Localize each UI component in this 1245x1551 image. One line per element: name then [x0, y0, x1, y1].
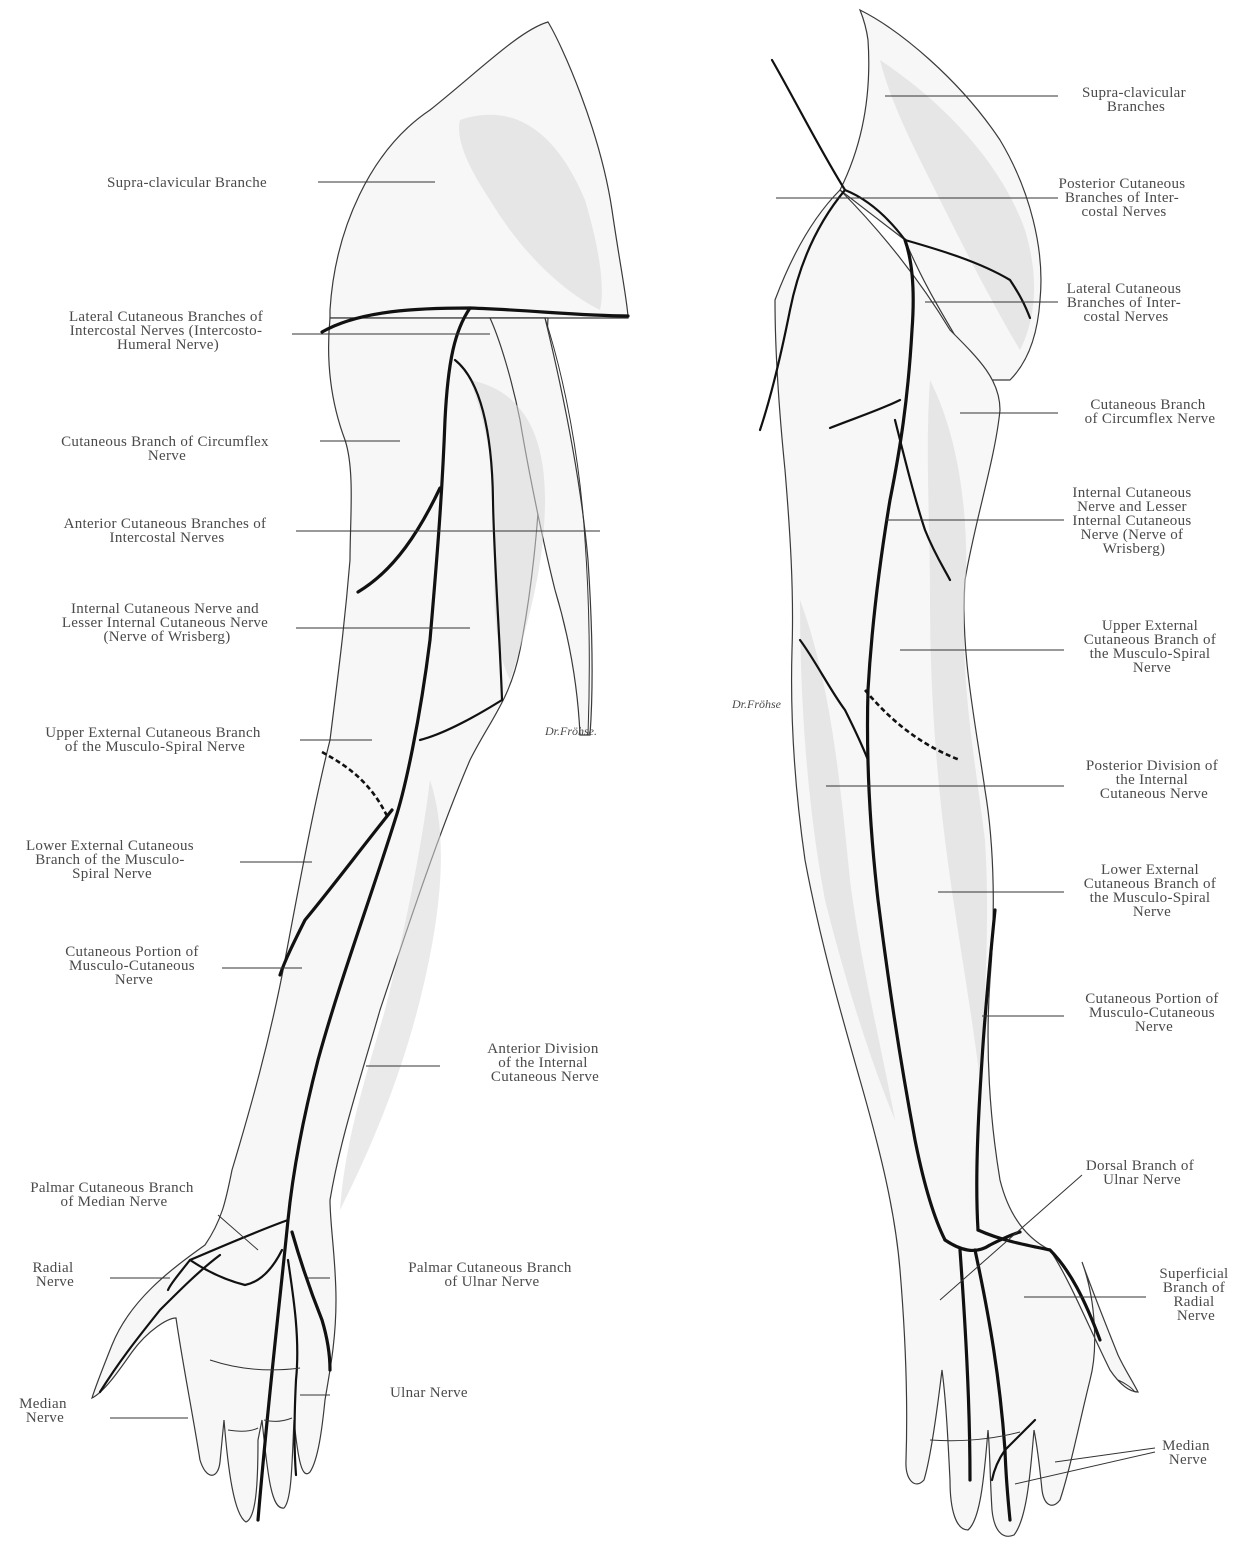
label-line: Cutaneous Nerve — [491, 1069, 599, 1085]
label-line: Supra-clavicular Branche — [107, 175, 267, 191]
label-line: of Ulnar Nerve — [445, 1274, 540, 1290]
anterior-arm-outline — [92, 318, 548, 1522]
label-line: of Median Nerve — [61, 1194, 168, 1210]
label-a-palmar-ulnar: Palmar Cutaneous Branch of Ulnar Nerve — [408, 1260, 576, 1290]
label-p-lateral-cutaneous: Lateral Cutaneous Branches of Inter- cos… — [1067, 281, 1186, 325]
label-line: Ulnar Nerve — [1103, 1172, 1181, 1188]
label-a-lateral-cutaneous: Lateral Cutaneous Branches of Intercosta… — [69, 309, 267, 353]
label-a-ulnar: Ulnar Nerve — [390, 1385, 468, 1401]
label-line: Nerve — [1169, 1452, 1207, 1468]
anterior-arm-drawing — [92, 22, 628, 1522]
label-a-anterior-cutaneous: Anterior Cutaneous Branches of Intercost… — [64, 516, 271, 546]
label-p-posterior-division: Posterior Division of the Internal Cutan… — [1086, 758, 1222, 802]
label-line: Nerve — [148, 448, 186, 464]
label-p-upper-external: Upper External Cutaneous Branch of the M… — [1084, 618, 1220, 676]
label-a-musculo-cutaneous: Cutaneous Portion of Musculo-Cutaneous N… — [65, 944, 203, 988]
label-a-upper-external: Upper External Cutaneous Branch of the M… — [45, 725, 265, 755]
label-p-posterior-cutaneous: Posterior Cutaneous Branches of Inter- c… — [1058, 176, 1189, 220]
label-line: Nerve — [1133, 660, 1171, 676]
label-p-circumflex: Cutaneous Branch of Circumflex Nerve — [1085, 397, 1216, 427]
engraver-signature-right: Dr.Fröhse — [731, 697, 782, 711]
label-line: Nerve — [115, 972, 153, 988]
label-line: (Nerve of Wrisberg) — [104, 629, 231, 645]
label-line: Intercostal Nerves — [110, 530, 225, 546]
posterior-arm-drawing — [760, 10, 1138, 1536]
label-line: of Circumflex Nerve — [1085, 411, 1216, 427]
label-line: Cutaneous Nerve — [1100, 786, 1208, 802]
label-a-circumflex: Cutaneous Branch of Circumflex Nerve — [61, 434, 273, 464]
label-line: Wrisberg) — [1103, 541, 1166, 557]
label-a-anterior-division: Anterior Division of the Internal Cutane… — [487, 1041, 602, 1085]
label-line: Nerve — [1177, 1308, 1215, 1324]
label-line: Nerve — [1133, 904, 1171, 920]
engraver-signature-left: Dr.Fröhse. — [544, 724, 597, 738]
label-a-median: Median Nerve — [19, 1396, 71, 1426]
label-line: Ulnar Nerve — [390, 1385, 468, 1401]
label-line: of the Musculo-Spiral Nerve — [65, 739, 245, 755]
label-a-radial: Radial Nerve — [32, 1260, 77, 1290]
label-a-internal-cutaneous: Internal Cutaneous Nerve and Lesser Inte… — [62, 601, 272, 645]
label-p-dorsal-ulnar: Dorsal Branch of Ulnar Nerve — [1086, 1158, 1198, 1188]
label-line: Spiral Nerve — [72, 866, 152, 882]
leader-p-median-2 — [1015, 1452, 1155, 1484]
label-a-lower-external: Lower External Cutaneous Branch of the M… — [26, 838, 198, 882]
label-a-supraclavicular: Supra-clavicular Branche — [107, 175, 267, 191]
label-line: Nerve — [36, 1274, 74, 1290]
label-line: Nerve — [26, 1410, 64, 1426]
label-line: costal Nerves — [1083, 309, 1168, 325]
label-p-internal-cutaneous: Internal Cutaneous Nerve and Lesser Inte… — [1072, 485, 1195, 557]
posterior-supraclavicular-nerve — [772, 60, 845, 190]
label-line: costal Nerves — [1081, 204, 1166, 220]
label-a-palmar-median: Palmar Cutaneous Branch of Median Nerve — [30, 1180, 198, 1210]
label-p-superficial-radial: Superficial Branch of Radial Nerve — [1159, 1266, 1232, 1324]
label-p-median: Median Nerve — [1162, 1438, 1214, 1468]
label-line: Nerve — [1135, 1019, 1173, 1035]
label-line: Branches — [1107, 99, 1165, 115]
label-p-supraclavicular: Supra-clavicular Branches — [1082, 85, 1190, 115]
label-p-musculo-cutaneous: Cutaneous Portion of Musculo-Cutaneous N… — [1085, 991, 1223, 1035]
label-p-lower-external: Lower External Cutaneous Branch of the M… — [1084, 862, 1220, 920]
label-line: Humeral Nerve) — [117, 337, 219, 353]
